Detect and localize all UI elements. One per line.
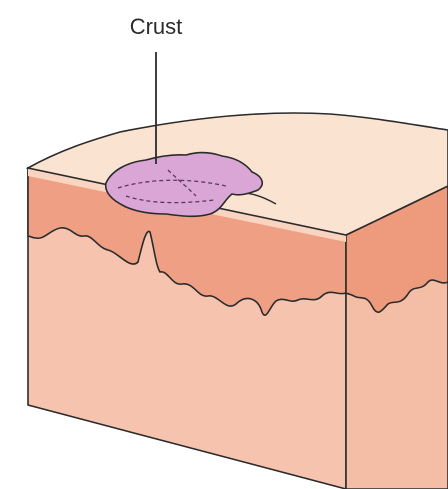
crust-label: Crust — [130, 14, 183, 39]
